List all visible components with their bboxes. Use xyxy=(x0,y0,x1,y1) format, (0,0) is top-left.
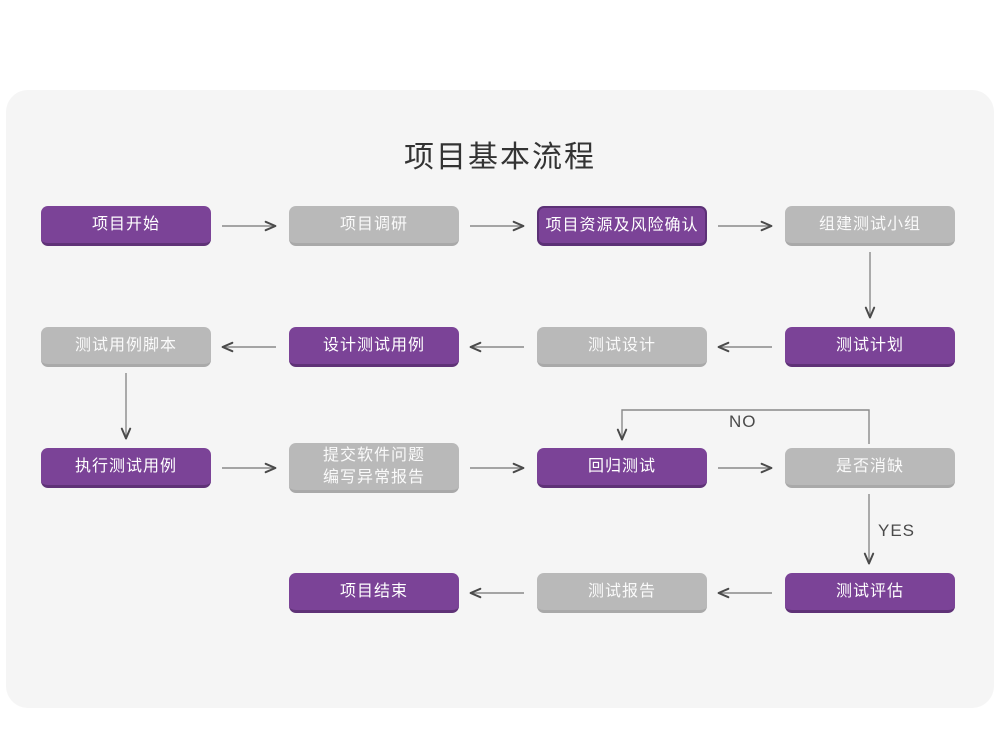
page-title: 项目基本流程 xyxy=(404,141,596,174)
node-defect-resolved[interactable]: 是否消缺 xyxy=(785,448,955,488)
node-project-start[interactable]: 项目开始 xyxy=(41,206,211,246)
node-execute-test-case[interactable]: 执行测试用例 xyxy=(41,448,211,488)
node-resource-risk-confirm[interactable]: 项目资源及风险确认 xyxy=(537,206,707,246)
edge-label-yes: YES xyxy=(878,521,916,540)
edge-label-no: NO xyxy=(729,412,757,431)
flowchart-canvas xyxy=(6,90,994,708)
node-design-test-case[interactable]: 设计测试用例 xyxy=(289,327,459,367)
node-project-end[interactable]: 项目结束 xyxy=(289,573,459,613)
node-test-evaluation[interactable]: 测试评估 xyxy=(785,573,955,613)
node-submit-defect-report[interactable]: 提交软件问题 编写异常报告 xyxy=(289,443,459,493)
node-project-research[interactable]: 项目调研 xyxy=(289,206,459,246)
node-test-report[interactable]: 测试报告 xyxy=(537,573,707,613)
node-test-plan[interactable]: 测试计划 xyxy=(785,327,955,367)
node-test-case-script[interactable]: 测试用例脚本 xyxy=(41,327,211,367)
node-test-design[interactable]: 测试设计 xyxy=(537,327,707,367)
node-build-test-team[interactable]: 组建测试小组 xyxy=(785,206,955,246)
node-regression-test[interactable]: 回归测试 xyxy=(537,448,707,488)
